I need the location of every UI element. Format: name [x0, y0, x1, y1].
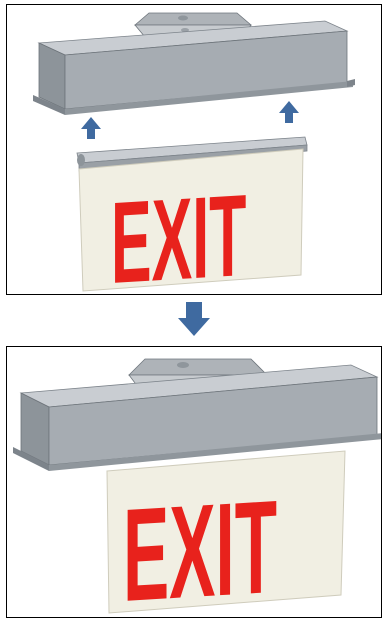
exit-sign-panel: EXIT — [77, 137, 307, 295]
exploded-view-panel: EXIT — [6, 4, 382, 295]
assembled-view-panel: EXIT — [6, 346, 382, 618]
exit-legend-top: EXIT — [111, 170, 246, 295]
arrow-up-icon — [81, 117, 101, 139]
housing — [33, 21, 355, 115]
assembled-view-illustration: EXIT — [7, 347, 382, 618]
exploded-view-illustration: EXIT — [7, 5, 382, 295]
exit-legend-bottom: EXIT — [123, 474, 277, 618]
exit-sign-panel: EXIT — [107, 451, 345, 618]
arrow-up-icon — [279, 101, 299, 123]
arrow-down-icon — [176, 302, 212, 338]
